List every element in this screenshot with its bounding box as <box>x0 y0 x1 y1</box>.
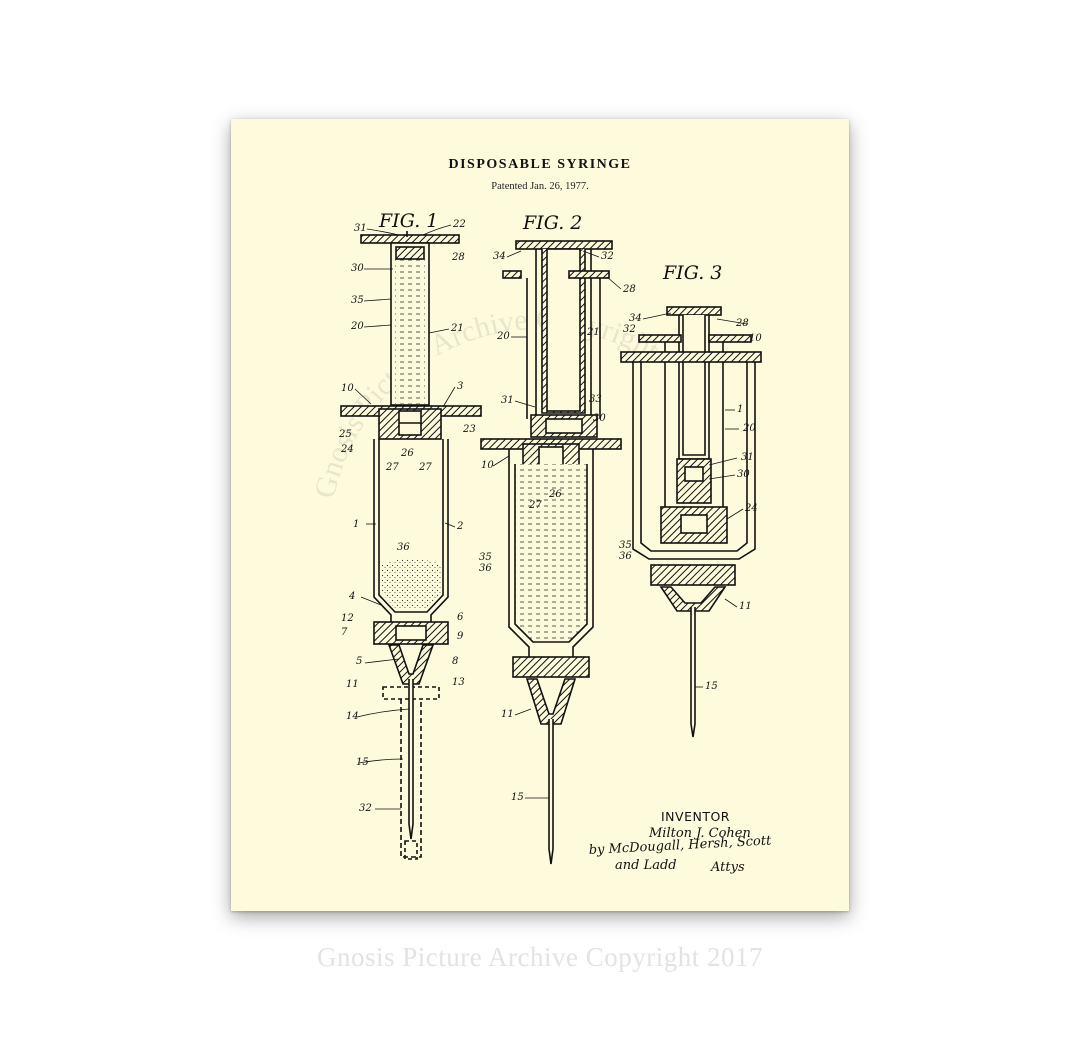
svg-text:25: 25 <box>338 429 352 440</box>
svg-text:27: 27 <box>418 462 432 473</box>
attorneys-line-2: and Ladd <box>615 858 677 873</box>
svg-text:33: 33 <box>589 394 602 405</box>
svg-text:20: 20 <box>496 331 510 342</box>
svg-text:9: 9 <box>457 631 464 642</box>
svg-text:36: 36 <box>397 542 410 553</box>
svg-text:31: 31 <box>741 452 754 463</box>
svg-text:13: 13 <box>452 677 465 688</box>
svg-text:28: 28 <box>622 284 636 295</box>
fig-2-label: FIG. 2 <box>522 212 582 234</box>
svg-text:Gnosis Picture Archive Copyrig: Gnosis Picture Archive Copyright <box>308 303 665 501</box>
inventor-block: INVENTOR Milton J. Cohen by McDougall, H… <box>588 809 772 875</box>
svg-text:32: 32 <box>623 324 636 335</box>
figure-2 <box>480 240 622 865</box>
svg-text:26: 26 <box>400 448 414 459</box>
svg-text:27: 27 <box>528 500 542 511</box>
svg-text:21: 21 <box>450 323 464 334</box>
svg-text:36: 36 <box>619 551 632 562</box>
svg-text:28: 28 <box>451 252 465 263</box>
svg-text:11: 11 <box>739 601 752 612</box>
svg-text:3: 3 <box>457 381 463 392</box>
svg-text:8: 8 <box>452 656 458 667</box>
svg-text:6: 6 <box>457 612 464 623</box>
svg-text:1: 1 <box>737 404 743 415</box>
svg-text:11: 11 <box>501 709 514 720</box>
svg-text:24: 24 <box>744 503 758 514</box>
fig-3-ref-numbers: 34 32 28 10 1 20 31 30 24 35 36 11 15 <box>619 313 762 692</box>
svg-text:30: 30 <box>351 263 364 274</box>
svg-text:22: 22 <box>452 219 466 230</box>
patent-print: DISPOSABLE SYRINGE Patented Jan. 26, 197… <box>231 119 849 911</box>
svg-text:35: 35 <box>479 552 492 563</box>
svg-text:4: 4 <box>348 591 355 602</box>
svg-text:24: 24 <box>340 444 354 455</box>
fig-3-label: FIG. 3 <box>662 262 722 284</box>
figure-1 <box>340 231 482 860</box>
inventor-name: Milton J. Cohen <box>648 826 751 841</box>
svg-text:32: 32 <box>359 803 372 814</box>
svg-text:32: 32 <box>601 251 614 262</box>
svg-text:27: 27 <box>385 462 399 473</box>
svg-text:21: 21 <box>586 327 600 338</box>
svg-text:14: 14 <box>346 711 359 722</box>
svg-text:12: 12 <box>341 613 354 624</box>
inventor-heading: INVENTOR <box>661 809 730 824</box>
svg-text:35: 35 <box>619 540 632 551</box>
fig-1-label: FIG. 1 <box>378 210 438 232</box>
svg-text:15: 15 <box>705 681 718 692</box>
svg-text:30: 30 <box>593 413 606 424</box>
svg-text:31: 31 <box>354 223 367 234</box>
svg-text:10: 10 <box>481 460 494 471</box>
svg-text:20: 20 <box>350 321 364 332</box>
svg-text:10: 10 <box>341 383 354 394</box>
figure-3 <box>620 306 762 738</box>
fig-1-ref-numbers: 31 22 28 30 35 20 21 10 3 25 24 23 26 27… <box>338 219 476 814</box>
svg-text:15: 15 <box>511 792 524 803</box>
svg-text:1: 1 <box>353 519 359 530</box>
leader-lines <box>354 224 748 810</box>
patent-title: DISPOSABLE SYRINGE <box>448 157 632 172</box>
svg-text:20: 20 <box>742 423 756 434</box>
svg-text:23: 23 <box>462 424 476 435</box>
svg-text:2: 2 <box>456 521 463 532</box>
svg-text:11: 11 <box>346 679 359 690</box>
fig-2-ref-numbers: 34 32 28 20 21 31 33 30 10 26 27 35 36 1… <box>479 251 636 803</box>
svg-text:26: 26 <box>548 489 562 500</box>
svg-text:30: 30 <box>737 469 750 480</box>
svg-text:34: 34 <box>629 313 642 324</box>
copyright-watermark: Gnosis Picture Archive Copyright 2017 <box>317 942 763 972</box>
svg-text:5: 5 <box>356 656 362 667</box>
svg-text:7: 7 <box>341 627 348 638</box>
svg-text:36: 36 <box>479 563 492 574</box>
patent-date: Patented Jan. 26, 1977. <box>491 181 589 192</box>
svg-text:10: 10 <box>749 333 762 344</box>
patent-drawing: Gnosis Picture Archive Copyright <box>308 210 772 875</box>
svg-text:35: 35 <box>351 295 364 306</box>
attorneys-label: Attys <box>710 860 745 875</box>
svg-text:31: 31 <box>501 395 514 406</box>
svg-text:34: 34 <box>493 251 506 262</box>
